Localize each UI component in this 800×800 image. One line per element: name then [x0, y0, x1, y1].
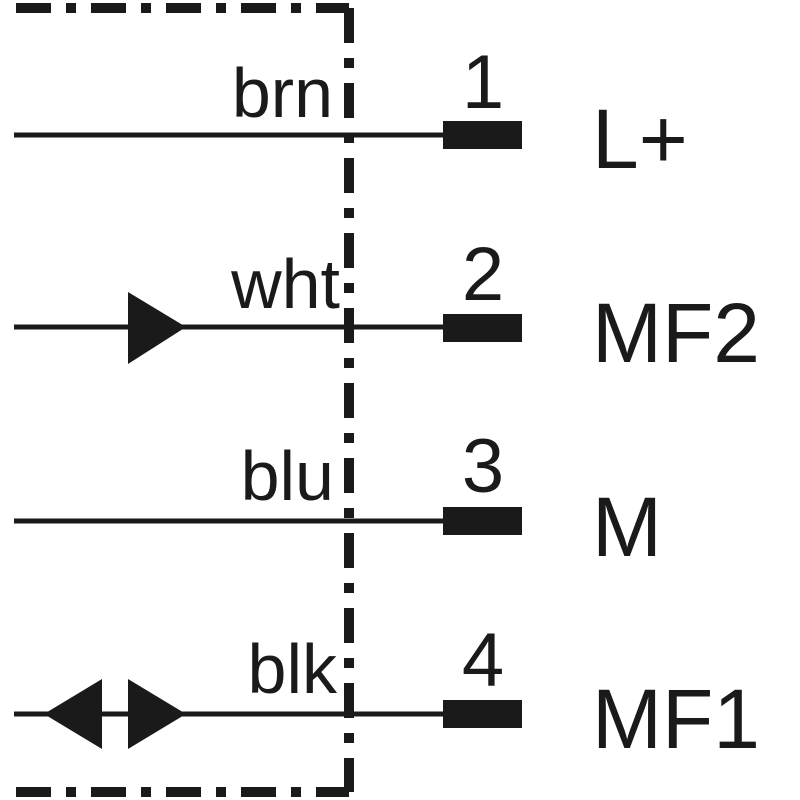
wire-color-label: wht	[230, 245, 340, 323]
pin-terminal	[443, 700, 522, 728]
wire-color-label: brn	[232, 54, 333, 132]
pin-row-3: blu 3 M	[14, 424, 662, 574]
pin-signal-label: M	[592, 480, 662, 574]
pin-row-2: wht 2 MF2	[14, 232, 760, 380]
pin-number-label: 1	[462, 40, 504, 125]
pin-terminal	[443, 314, 522, 342]
pin-number-label: 3	[462, 424, 504, 509]
pin-row-4: blk 4 MF1	[14, 618, 760, 766]
pin-number-label: 4	[462, 618, 504, 703]
pin-row-1: brn 1 L+	[14, 40, 688, 186]
pin-terminal	[443, 507, 522, 535]
housing-boundary	[16, 3, 354, 797]
pin-signal-label: MF1	[592, 672, 760, 766]
wire-color-label: blk	[248, 630, 338, 708]
pin-terminal	[443, 121, 522, 149]
pin-signal-label: MF2	[592, 286, 760, 380]
wire-color-label: blu	[241, 437, 334, 515]
pin-number-label: 2	[462, 232, 504, 317]
input-arrow-icon	[128, 292, 186, 364]
output-arrow-icon	[44, 679, 102, 749]
pin-signal-label: L+	[592, 92, 688, 186]
input-arrow-icon	[128, 679, 186, 749]
